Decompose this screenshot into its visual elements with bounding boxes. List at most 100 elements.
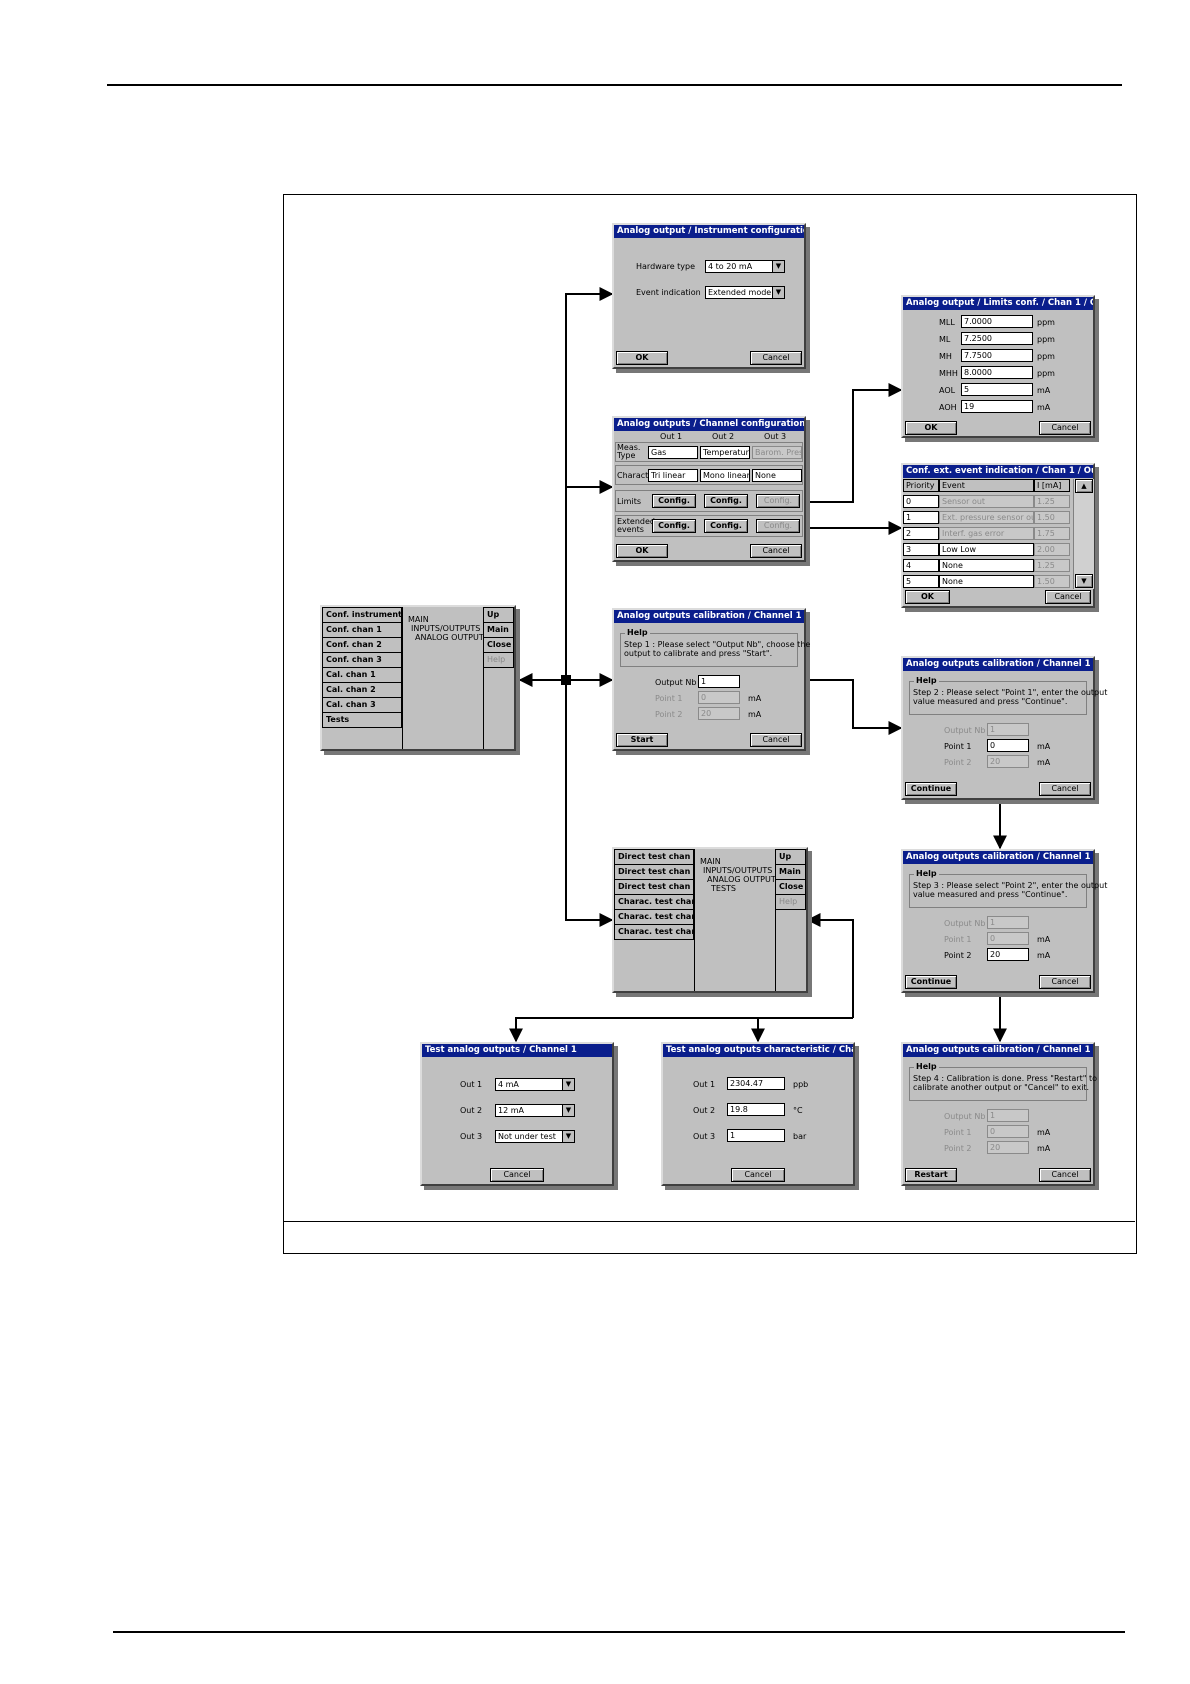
out3-select[interactable]: Not under test▼ bbox=[495, 1130, 575, 1143]
restart-button[interactable]: Restart bbox=[905, 1168, 957, 1182]
mhh-input[interactable]: 8.0000 bbox=[961, 366, 1033, 379]
mh-unit: ppm bbox=[1037, 352, 1055, 361]
event-cell[interactable]: Low Low bbox=[939, 543, 1034, 556]
ml-unit: ppm bbox=[1037, 335, 1055, 344]
ok-button[interactable]: OK bbox=[905, 421, 957, 435]
out2-input[interactable]: 19.8 bbox=[727, 1103, 785, 1116]
dialog-title: Analog outputs / Channel configuration /… bbox=[614, 418, 804, 431]
menu-item-direct-test-chan-1[interactable]: Direct test chan 1 bbox=[614, 849, 694, 865]
meas-type-out2[interactable]: Temperature bbox=[700, 446, 750, 459]
chevron-down-icon[interactable]: ▼ bbox=[772, 287, 784, 298]
close-button[interactable]: Close bbox=[775, 879, 806, 895]
scroll-down-icon[interactable]: ▼ bbox=[1075, 574, 1093, 588]
menu-item-conf-chan-3[interactable]: Conf. chan 3 bbox=[322, 652, 402, 668]
limits-label: Limits bbox=[617, 497, 641, 506]
cancel-button[interactable]: Cancel bbox=[1039, 975, 1091, 989]
cancel-button[interactable]: Cancel bbox=[490, 1168, 544, 1182]
output-nb-label: Output Nb bbox=[655, 678, 697, 687]
aoh-input[interactable]: 19 bbox=[961, 400, 1033, 413]
point1-unit: mA bbox=[1037, 742, 1051, 751]
charact-out3[interactable]: None bbox=[752, 469, 802, 482]
events-config-out2-button[interactable]: Config. bbox=[704, 519, 748, 533]
figure-frame bbox=[283, 194, 1137, 1254]
main-button[interactable]: Main bbox=[483, 622, 514, 638]
main-button[interactable]: Main bbox=[775, 864, 806, 880]
mll-input[interactable]: 7.0000 bbox=[961, 315, 1033, 328]
cancel-button[interactable]: Cancel bbox=[1045, 590, 1091, 604]
menu-item-conf-instrument[interactable]: Conf. instrument bbox=[322, 607, 402, 623]
ok-button[interactable]: OK bbox=[616, 351, 668, 365]
col-header-priority: Priority bbox=[903, 479, 939, 492]
help-group: Help Step 3 : Please select "Point 2", e… bbox=[909, 869, 1107, 908]
menu-item-direct-test-chan-3[interactable]: Direct test chan 3 bbox=[614, 879, 694, 895]
chevron-down-icon[interactable]: ▼ bbox=[562, 1105, 574, 1116]
out1-input[interactable]: 2304.47 bbox=[727, 1077, 785, 1090]
menu-item-charac-test-chan-2[interactable]: Charac. test chan 2 bbox=[614, 909, 694, 925]
chevron-down-icon[interactable]: ▼ bbox=[562, 1131, 574, 1142]
point2-input: 20 bbox=[987, 755, 1029, 768]
aol-label: AOL bbox=[939, 386, 956, 395]
ext-events-label: Extended events bbox=[617, 517, 655, 534]
event-indication-select[interactable]: Extended mode▼ bbox=[705, 286, 785, 299]
menu-item-direct-test-chan-2[interactable]: Direct test chan 2 bbox=[614, 864, 694, 880]
point2-unit: mA bbox=[748, 710, 762, 719]
output-nb-input[interactable]: 1 bbox=[698, 675, 740, 688]
menu-item-conf-chan-1[interactable]: Conf. chan 1 bbox=[322, 622, 402, 638]
charact-out2[interactable]: Mono linear bbox=[700, 469, 750, 482]
chevron-down-icon[interactable]: ▼ bbox=[772, 261, 784, 272]
charact-out1[interactable]: Tri linear bbox=[648, 469, 698, 482]
menu-item-conf-chan-2[interactable]: Conf. chan 2 bbox=[322, 637, 402, 653]
aol-input[interactable]: 5 bbox=[961, 383, 1033, 396]
out2-select[interactable]: 12 mA▼ bbox=[495, 1104, 575, 1117]
events-config-out3-button: Config. bbox=[756, 519, 800, 533]
menu-item-cal-chan-1[interactable]: Cal. chan 1 bbox=[322, 667, 402, 683]
charact-group: Charact. Tri linear Mono linear None bbox=[615, 465, 803, 485]
event-cell[interactable]: None bbox=[939, 575, 1034, 588]
continue-button[interactable]: Continue bbox=[905, 975, 957, 989]
ml-input[interactable]: 7.2500 bbox=[961, 332, 1033, 345]
column-out-1: Out 1 bbox=[660, 432, 683, 441]
ok-button[interactable]: OK bbox=[616, 544, 668, 558]
chevron-down-icon[interactable]: ▼ bbox=[562, 1079, 574, 1090]
menu-item-cal-chan-3[interactable]: Cal. chan 3 bbox=[322, 697, 402, 713]
priority-cell: 2 bbox=[903, 527, 939, 540]
vertical-scrollbar[interactable]: ▲ ▼ bbox=[1073, 479, 1094, 589]
menu-item-tests[interactable]: Tests bbox=[322, 712, 402, 728]
menu-path-line-3: ANALOG OUTPUTS bbox=[415, 633, 489, 642]
menu-item-charac-test-chan-1[interactable]: Charac. test chan 1 bbox=[614, 894, 694, 910]
menu-item-charac-test-chan-3[interactable]: Charac. test chan 3 bbox=[614, 924, 694, 940]
output-nb-label: Output Nb bbox=[944, 919, 986, 928]
meas-type-out1[interactable]: Gas bbox=[648, 446, 698, 459]
events-config-out1-button[interactable]: Config. bbox=[652, 519, 696, 533]
cancel-button[interactable]: Cancel bbox=[750, 351, 802, 365]
help-text: Step 3 : Please select "Point 2", enter … bbox=[913, 881, 1108, 899]
up-button[interactable]: Up bbox=[775, 849, 806, 865]
limits-config-out1-button[interactable]: Config. bbox=[652, 494, 696, 508]
close-button[interactable]: Close bbox=[483, 637, 514, 653]
point1-input[interactable]: 0 bbox=[987, 739, 1029, 752]
column-out-2: Out 2 bbox=[712, 432, 735, 441]
start-button[interactable]: Start bbox=[616, 733, 668, 747]
cancel-button[interactable]: Cancel bbox=[750, 733, 802, 747]
out1-label: Out 1 bbox=[460, 1080, 483, 1089]
continue-button[interactable]: Continue bbox=[905, 782, 957, 796]
event-cell[interactable]: None bbox=[939, 559, 1034, 572]
cancel-button[interactable]: Cancel bbox=[731, 1168, 785, 1182]
mh-input[interactable]: 7.7500 bbox=[961, 349, 1033, 362]
scroll-up-icon[interactable]: ▲ bbox=[1075, 479, 1093, 493]
ext-events-group: Extended events Config. Config. Config. bbox=[615, 515, 803, 537]
point2-label: Point 2 bbox=[655, 710, 683, 719]
point2-input[interactable]: 20 bbox=[987, 948, 1029, 961]
ok-button[interactable]: OK bbox=[905, 590, 950, 604]
cancel-button[interactable]: Cancel bbox=[1039, 421, 1091, 435]
limits-config-out2-button[interactable]: Config. bbox=[704, 494, 748, 508]
cancel-button[interactable]: Cancel bbox=[750, 544, 802, 558]
cancel-button[interactable]: Cancel bbox=[1039, 1168, 1091, 1182]
menu-item-cal-chan-2[interactable]: Cal. chan 2 bbox=[322, 682, 402, 698]
out3-input[interactable]: 1 bbox=[727, 1129, 785, 1142]
mh-label: MH bbox=[939, 352, 952, 361]
cancel-button[interactable]: Cancel bbox=[1039, 782, 1091, 796]
hardware-type-select[interactable]: 4 to 20 mA▼ bbox=[705, 260, 785, 273]
up-button[interactable]: Up bbox=[483, 607, 514, 623]
out1-select[interactable]: 4 mA▼ bbox=[495, 1078, 575, 1091]
